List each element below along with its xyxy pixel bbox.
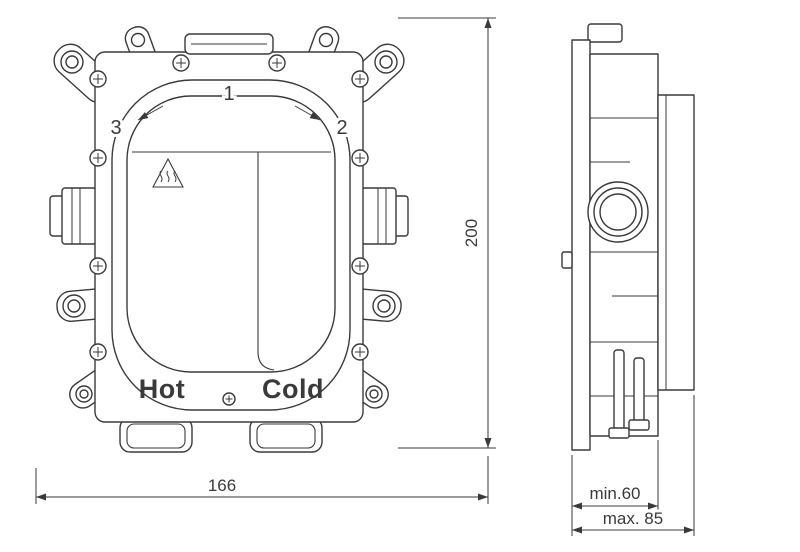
flange-plate-side bbox=[571, 39, 591, 451]
sequence-labels: 1 3 2 bbox=[107, 80, 350, 142]
bottom-bolt bbox=[608, 349, 630, 439]
arrow-to-2 bbox=[294, 105, 321, 121]
mounting-hole bbox=[130, 32, 146, 48]
top-clamp-tab bbox=[184, 33, 274, 55]
mounting-hole bbox=[62, 294, 86, 318]
phillips-screw-icon bbox=[351, 70, 369, 88]
phillips-screw-icon bbox=[89, 343, 107, 361]
mounting-hole bbox=[372, 294, 396, 318]
drawing-root: 1 3 2 Hot Cold 166 200 bbox=[35, 17, 695, 536]
phillips-screw-icon bbox=[89, 70, 107, 88]
mounting-hole bbox=[60, 50, 84, 74]
flange-lug bbox=[561, 251, 573, 269]
step-label-1: 1 bbox=[223, 83, 234, 105]
phillips-screw-icon bbox=[351, 257, 369, 275]
left-pipe-fitting bbox=[49, 187, 97, 245]
phillips-screw-icon bbox=[268, 54, 286, 72]
phillips-screw-icon bbox=[89, 149, 107, 167]
dimension-depth-min: min.60 bbox=[589, 484, 640, 503]
front-view: 1 3 2 Hot Cold bbox=[49, 26, 409, 453]
dimension-height: 200 bbox=[462, 219, 481, 247]
side-view bbox=[561, 23, 695, 451]
front-dimensions: 166 200 bbox=[35, 17, 496, 504]
dimension-depth-max: max. 85 bbox=[603, 509, 663, 528]
valve-body bbox=[111, 79, 351, 411]
arrow-to-3 bbox=[137, 105, 164, 121]
hot-surface-warning-icon bbox=[152, 157, 184, 188]
phillips-screw-icon bbox=[222, 392, 236, 406]
hot-label: Hot bbox=[139, 374, 185, 404]
side-dimensions: min.60 max. 85 bbox=[571, 395, 695, 536]
cold-connector-stub bbox=[249, 417, 323, 453]
side-port-circle bbox=[587, 181, 649, 243]
dimension-width: 166 bbox=[208, 476, 236, 495]
bottom-bolt bbox=[628, 357, 650, 431]
mounting-hole bbox=[318, 32, 334, 48]
phillips-screw-icon bbox=[89, 257, 107, 275]
cold-label: Cold bbox=[262, 374, 324, 404]
phillips-screw-icon bbox=[172, 54, 190, 72]
step-label-2: 2 bbox=[336, 117, 347, 139]
right-pipe-fitting bbox=[361, 187, 409, 245]
hot-connector-stub bbox=[119, 417, 193, 453]
phillips-screw-icon bbox=[351, 149, 369, 167]
mounting-hole bbox=[365, 385, 383, 403]
mounting-hole bbox=[374, 50, 398, 74]
top-clamp-side bbox=[587, 23, 623, 43]
phillips-screw-icon bbox=[351, 343, 369, 361]
mounting-hole bbox=[75, 385, 93, 403]
body-rear-side bbox=[657, 94, 695, 391]
step-label-3: 3 bbox=[110, 117, 121, 139]
